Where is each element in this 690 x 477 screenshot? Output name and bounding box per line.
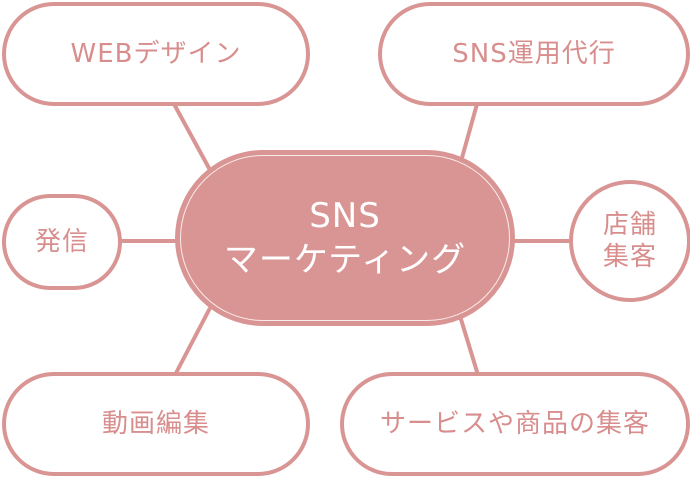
center-node-text: SNS マーケティング [224, 194, 466, 282]
node-store-customers-line1: 店舗 [602, 209, 657, 240]
node-store-customers: 店舗 集客 [569, 180, 690, 302]
connector-bottom-right [458, 315, 480, 376]
center-node-sns-marketing: SNS マーケティング [175, 150, 515, 326]
node-web-design: WEBデザイン [2, 2, 310, 106]
center-node-line1: SNS [309, 195, 381, 236]
node-posting-label: 発信 [34, 226, 89, 257]
node-sns-operation: SNS運用代行 [378, 2, 690, 106]
node-web-design-label: WEBデザイン [70, 38, 242, 69]
node-service-product-customers: サービスや商品の集客 [340, 372, 690, 476]
node-store-customers-line2: 集客 [602, 242, 657, 272]
node-sns-operation-label: SNS運用代行 [452, 38, 616, 69]
center-node-line2: マーケティング [223, 240, 467, 280]
connector-top-right [458, 103, 479, 166]
node-video-editing-label: 動画編集 [101, 408, 210, 439]
center-node-inner-border [180, 155, 510, 321]
node-service-product-customers-label: サービスや商品の集客 [379, 408, 650, 439]
node-posting: 発信 [2, 194, 122, 290]
connector-bottom-left [173, 307, 212, 376]
node-video-editing: 動画編集 [2, 372, 310, 476]
connector-top-left [172, 103, 212, 171]
